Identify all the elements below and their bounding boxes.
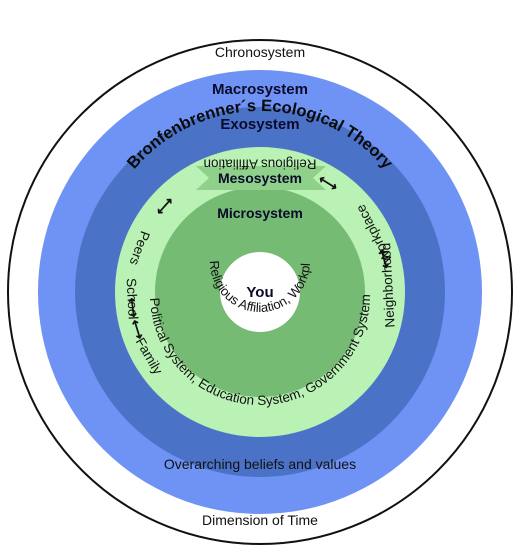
chronosystem-description: Dimension of Time — [202, 512, 318, 528]
macrosystem-label: Macrosystem — [212, 81, 308, 98]
mesosystem-label: Mesosystem — [218, 170, 302, 186]
center-circle — [220, 252, 300, 332]
chronosystem-label: Chronosystem — [215, 44, 305, 60]
center-label: You — [246, 284, 273, 301]
mesosystem-item: Religious Affiliation — [203, 156, 316, 171]
mesosystem-badge: Mesosystem — [196, 166, 326, 190]
mesosystem-item: School — [124, 278, 141, 320]
exosystem-label: Exosystem — [220, 116, 299, 133]
connector-arrow-icon: ⟷ — [124, 297, 142, 319]
mesosystem-arrow — [196, 166, 326, 190]
microsystem-label: Microsystem — [217, 205, 303, 221]
macrosystem-description: Overarching beliefs and values — [164, 456, 356, 472]
connector-arrow-icon: ⟷ — [127, 317, 148, 341]
connector-arrow-icon: ⟷ — [373, 247, 394, 271]
mesosystem-item: Neighborhood — [378, 243, 397, 328]
